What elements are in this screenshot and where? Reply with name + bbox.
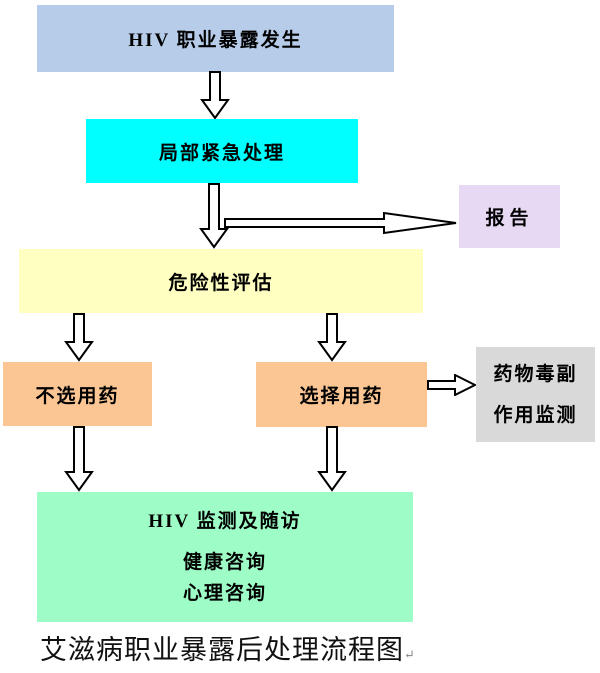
down-arrow-icon	[317, 313, 347, 362]
followup-line1: HIV 监测及随访	[148, 510, 302, 532]
node-followup: HIV 监测及随访 健康咨询 心理咨询	[37, 492, 413, 622]
down-arrow-icon	[317, 426, 347, 492]
diagram-caption: 艾滋病职业暴露后处理流程图↵	[40, 628, 415, 667]
node-hiv-exposure: HIV 职业暴露发生	[37, 5, 394, 72]
node-risk-assessment: 危险性评估	[19, 249, 423, 313]
paragraph-mark-icon: ↵	[404, 647, 415, 662]
caption-text: 艾滋病职业暴露后处理流程图	[40, 635, 404, 665]
down-arrow-icon	[64, 313, 94, 362]
node-choose-medication: 选择用药	[256, 362, 427, 427]
down-arrow-icon	[64, 426, 94, 492]
node-toxicity-monitoring: 药物毒副 作用监测	[476, 347, 595, 442]
followup-line2: 健康咨询	[182, 551, 267, 573]
followup-line3: 心理咨询	[182, 582, 267, 604]
node-report: 报告	[459, 185, 560, 248]
toxicity-line1: 药物毒副	[493, 363, 578, 385]
toxicity-line2: 作用监测	[493, 404, 578, 426]
node-local-emergency: 局部紧急处理	[86, 119, 358, 183]
right-arrow-icon	[224, 211, 458, 235]
right-arrow-icon	[427, 374, 477, 396]
down-arrow-icon	[200, 71, 230, 120]
down-arrow-icon	[199, 183, 229, 249]
node-no-medication: 不选用药	[3, 362, 152, 426]
